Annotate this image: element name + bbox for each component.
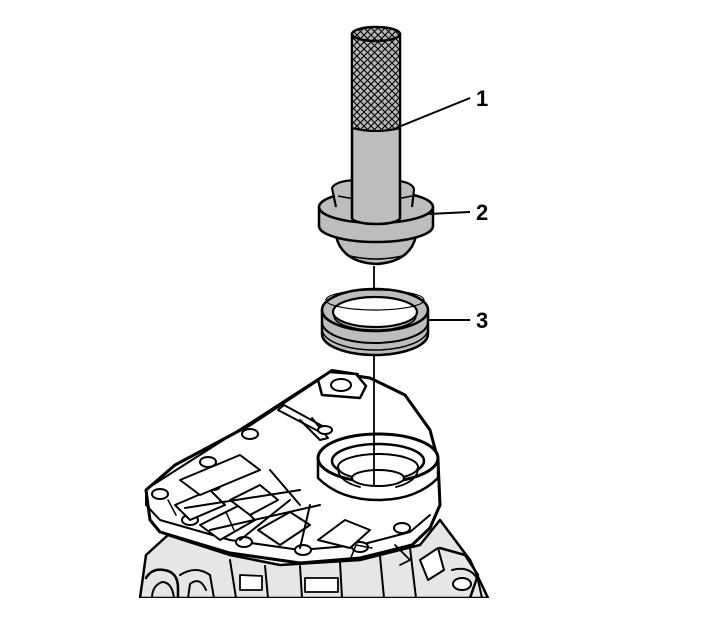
transfer-case-housing	[138, 369, 490, 598]
leader-line-2	[427, 211, 471, 215]
callout-1: 1	[476, 86, 488, 111]
leader-line-1	[395, 97, 471, 129]
callout-3: 3	[476, 308, 488, 333]
installer-handle	[350, 25, 402, 226]
seal	[320, 287, 430, 357]
callout-leaders	[395, 97, 471, 321]
callout-2: 2	[476, 200, 488, 225]
